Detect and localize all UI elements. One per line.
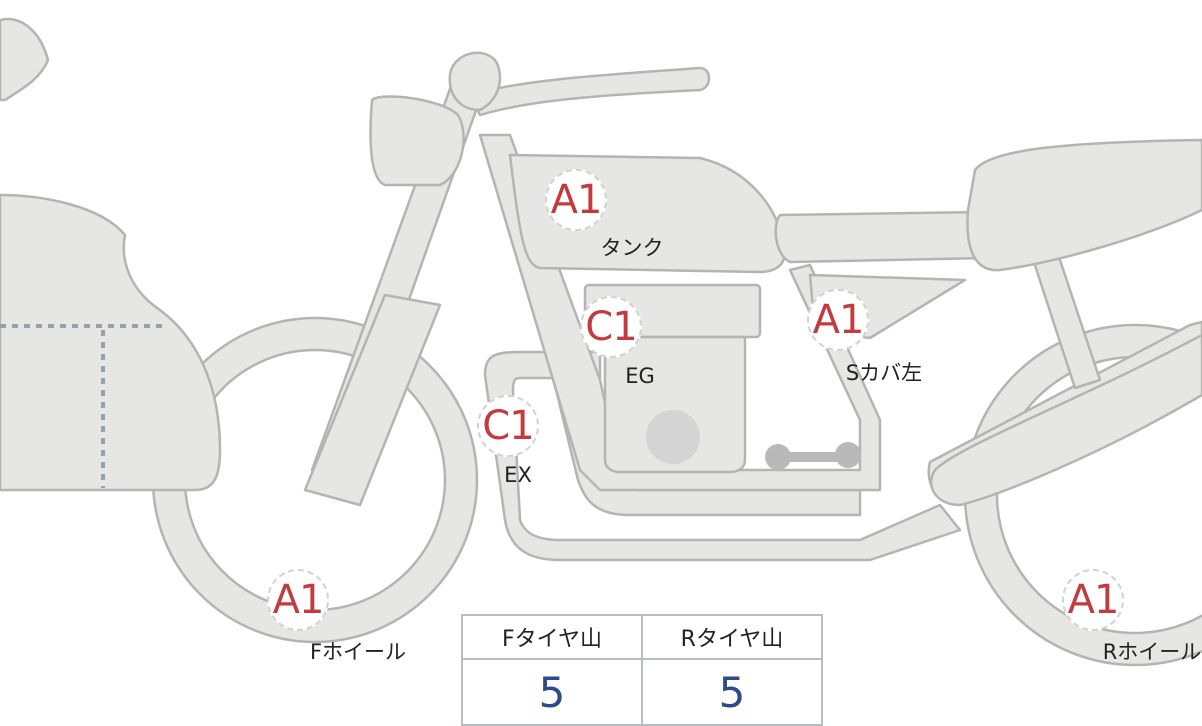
- front-tyre-value: 5: [461, 658, 643, 726]
- rear-tyre-value: 5: [641, 658, 823, 726]
- front-tyre-header: Fタイヤ山: [461, 614, 643, 660]
- part-label-engine: EG: [625, 364, 655, 388]
- part-label-rear-wheel: Rホイール: [1102, 640, 1202, 664]
- part-label-side-cover: Sカバ左: [845, 361, 923, 385]
- part-code-badge-engine[interactable]: C1: [580, 296, 642, 358]
- exhaust: [483, 350, 962, 562]
- seat: [774, 210, 987, 264]
- handlebar: [468, 66, 711, 117]
- frame-main: [478, 133, 882, 492]
- part-label-exhaust: EX: [504, 463, 532, 487]
- part-code-badge-front-wheel[interactable]: A1: [267, 569, 329, 631]
- fork-cover: [303, 293, 442, 507]
- rear-tyre-header: Rタイヤ山: [641, 614, 823, 660]
- part-label-front-wheel: Fホイール: [309, 640, 407, 664]
- tyre-tread-table: Fタイヤ山 Rタイヤ山 5 5: [461, 614, 823, 726]
- part-label-tank: タンク: [600, 236, 664, 260]
- part-code-badge-exhaust[interactable]: C1: [477, 395, 539, 457]
- part-code-badge-tank[interactable]: A1: [545, 169, 607, 231]
- rear-cowl: [966, 138, 1202, 272]
- front-cowl: [0, 193, 222, 492]
- rear-fender: [929, 333, 1202, 507]
- front-fairing: [0, 17, 50, 102]
- part-code-badge-rear-wheel[interactable]: A1: [1062, 569, 1124, 631]
- headlight: [369, 95, 465, 187]
- part-code-badge-side-cover[interactable]: A1: [807, 289, 869, 351]
- engine-block: [603, 335, 747, 474]
- footpeg: [765, 442, 861, 470]
- headstock: [448, 51, 502, 112]
